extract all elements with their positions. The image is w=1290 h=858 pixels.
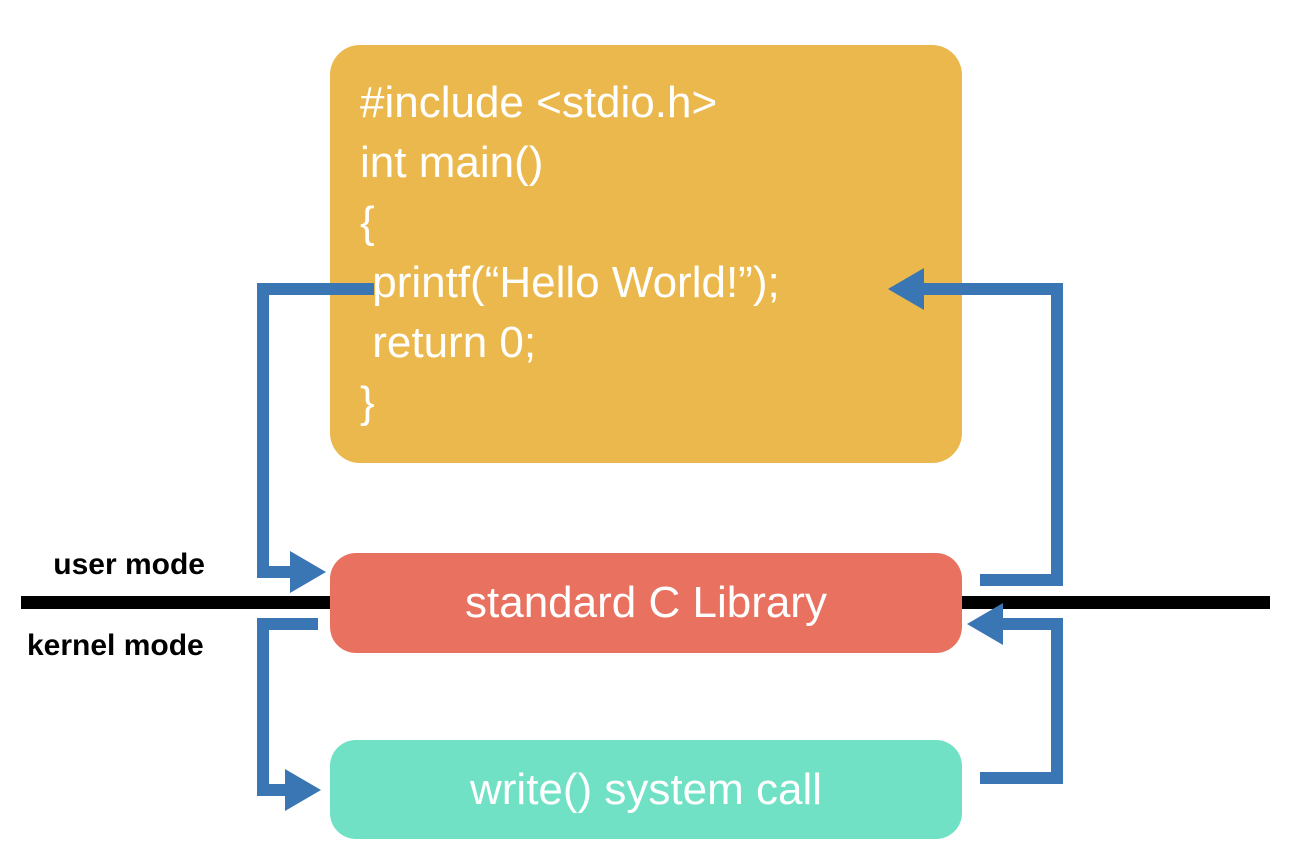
arrow-library-to-printf-head-icon	[888, 268, 924, 310]
arrow-library-to-write-vertical	[257, 618, 269, 796]
kernel-mode-label: kernel mode	[27, 629, 204, 662]
code-line-printf: printf(“Hello World!”);	[360, 258, 780, 307]
standard-c-library-box: standard C Library	[330, 553, 962, 653]
standard-c-library-label: standard C Library	[465, 578, 827, 627]
user-program-box	[330, 45, 962, 463]
arrow-printf-to-library-stub	[257, 566, 290, 578]
code-line-open-brace: {	[360, 198, 375, 247]
arrow-library-to-write-top-bar	[262, 618, 318, 630]
code-line-include: #include <stdio.h>	[360, 78, 718, 127]
arrow-write-to-library-head-icon	[967, 603, 1003, 645]
arrow-library-to-printf-top-bar	[924, 283, 1063, 295]
arrow-printf-to-library-top-bar	[257, 283, 374, 295]
arrow-library-to-printf-vertical	[1051, 283, 1063, 586]
code-line-close-brace: }	[360, 378, 375, 427]
arrow-write-to-library-top-bar	[1003, 618, 1063, 630]
user-mode-label: user mode	[53, 548, 205, 581]
arrow-printf-to-library-head-icon	[290, 551, 326, 593]
arrow-library-to-write-head-icon	[285, 769, 321, 811]
arrow-printf-to-library-vertical	[257, 283, 269, 578]
arrow-library-to-printf-stub	[980, 574, 1063, 586]
write-syscall-label: write() system call	[469, 764, 823, 814]
arrow-library-to-write-stub	[257, 784, 285, 796]
code-line-main: int main()	[360, 138, 544, 187]
c-source-code: #include <stdio.h> int main() { printf(“…	[360, 73, 780, 433]
write-syscall-box: write() system call	[330, 740, 962, 839]
code-line-return: return 0;	[360, 318, 537, 367]
arrow-write-to-library-stub	[980, 772, 1063, 784]
arrow-write-to-library-vertical	[1051, 618, 1063, 784]
